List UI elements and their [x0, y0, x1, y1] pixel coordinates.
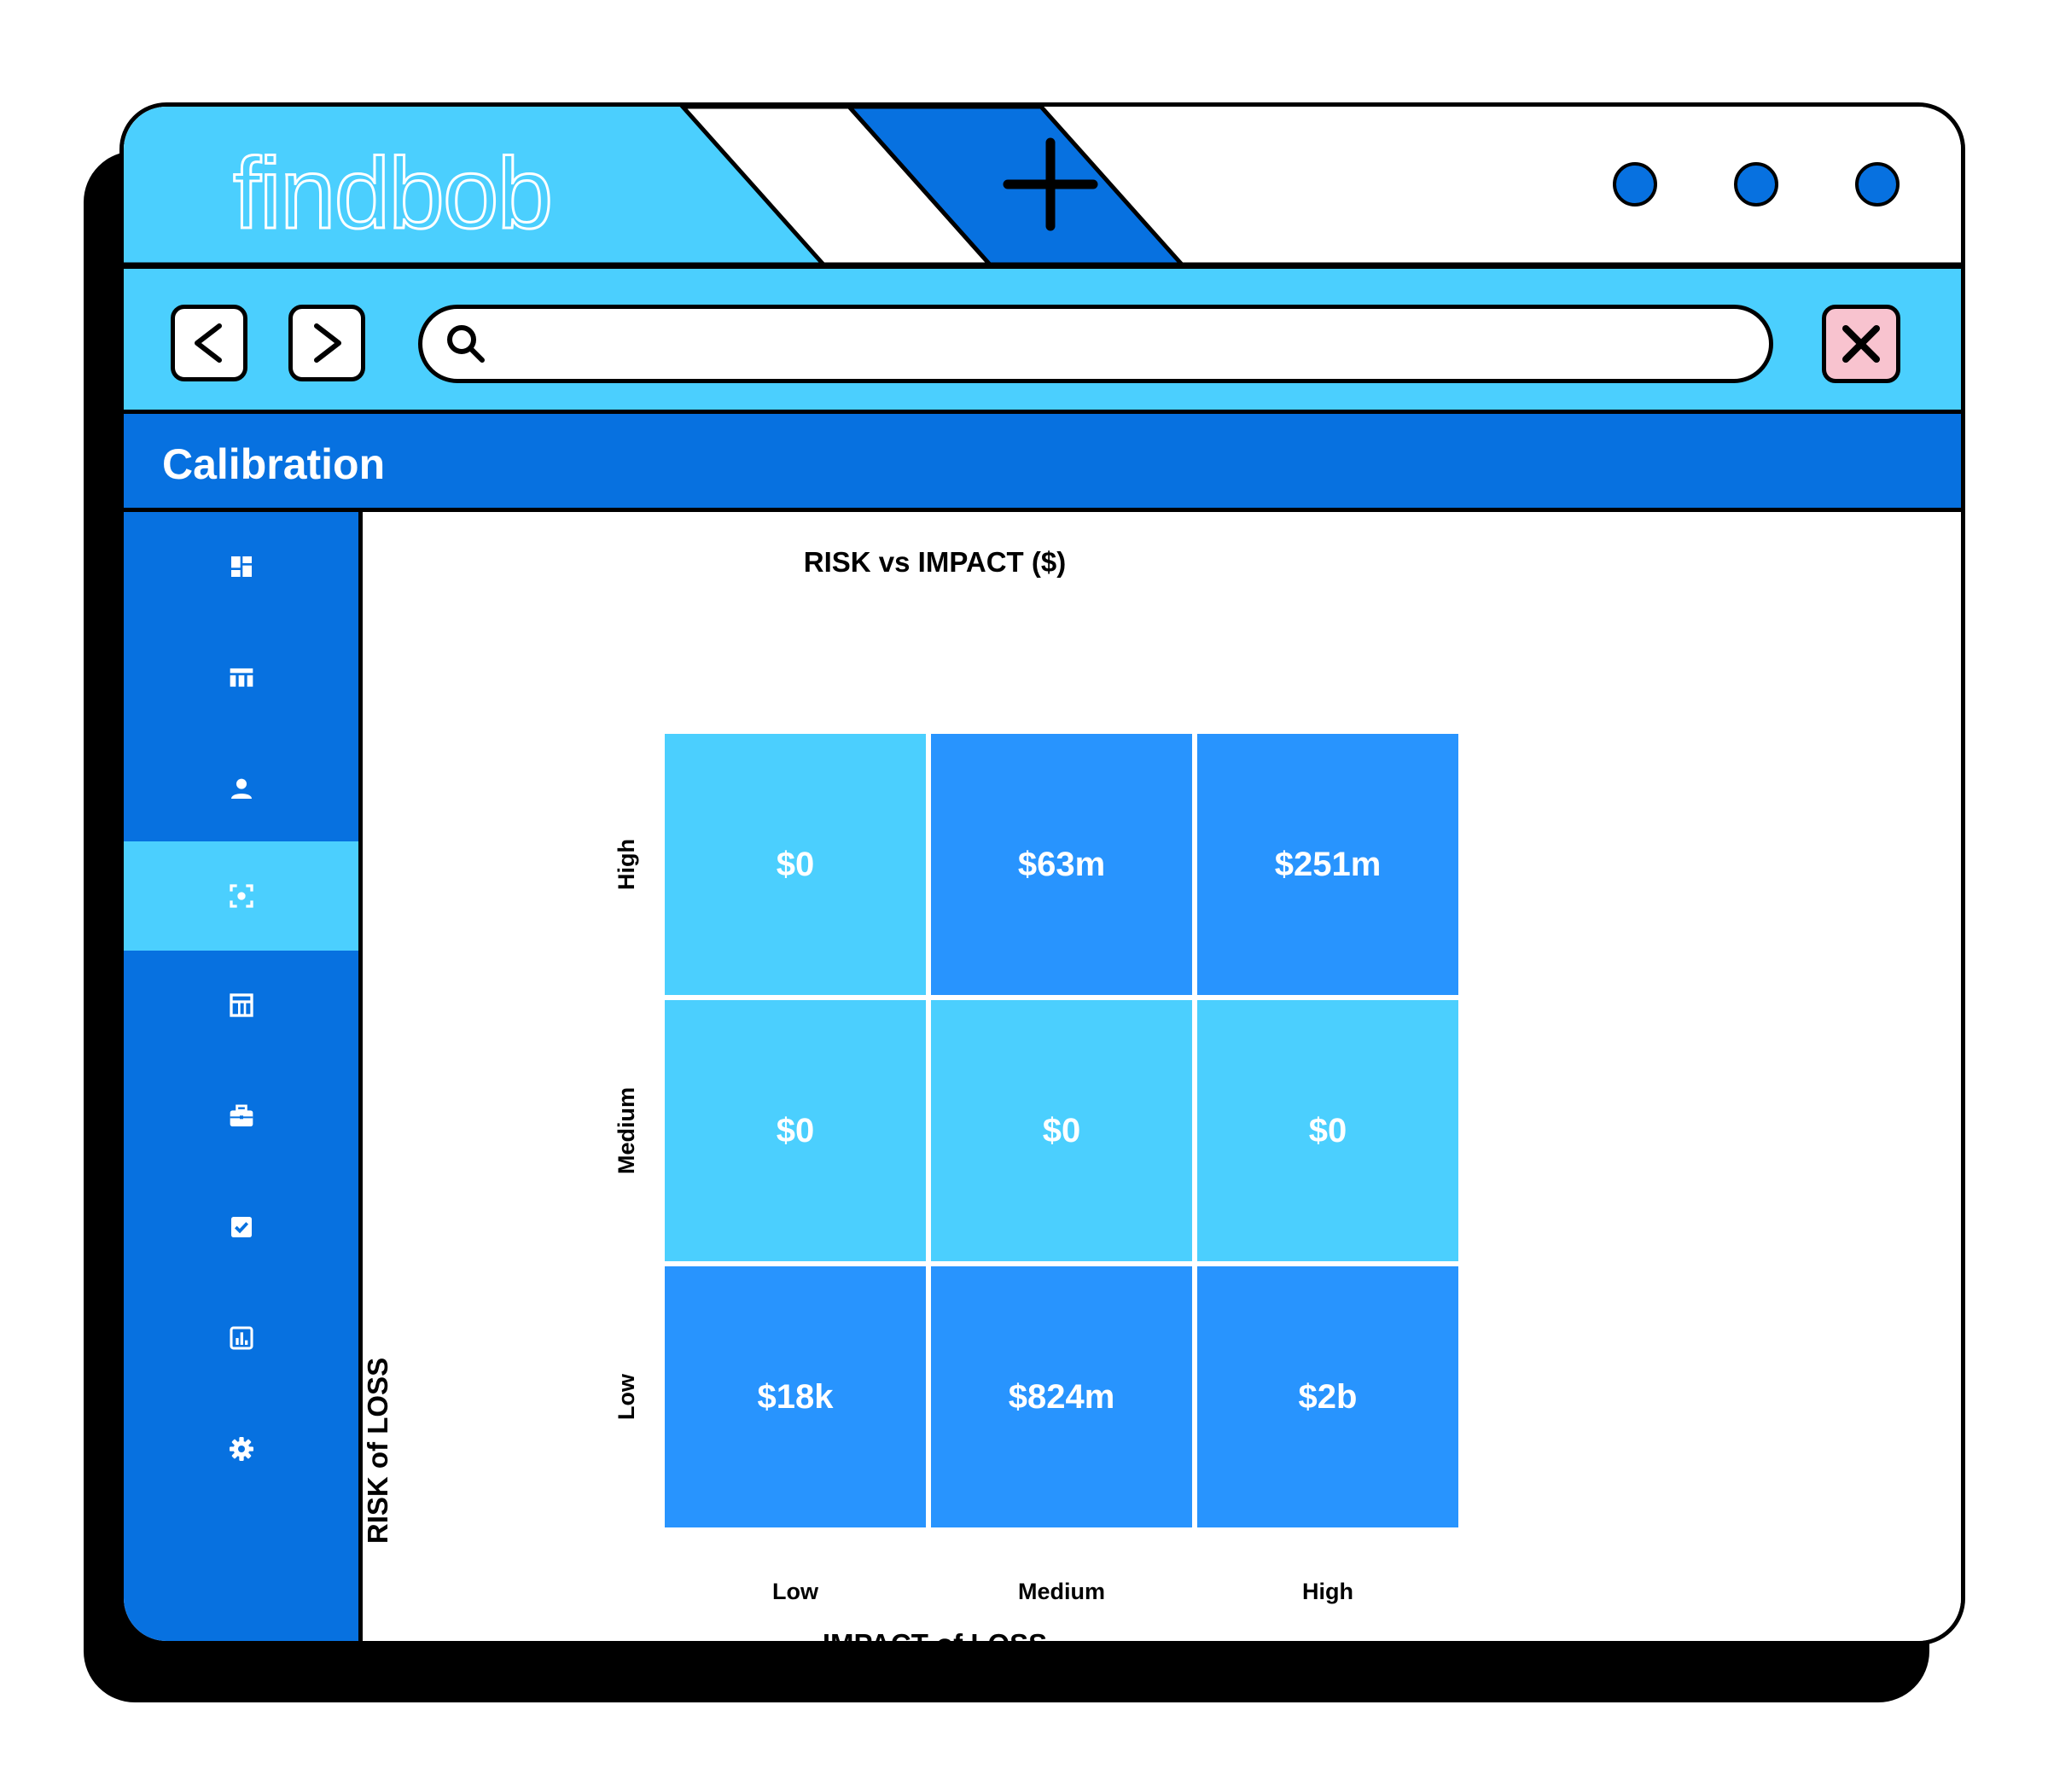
dashboard-icon	[230, 556, 252, 577]
page-title: Calibration	[162, 440, 386, 488]
gear-icon	[229, 1437, 253, 1461]
search-input[interactable]	[501, 317, 1735, 370]
sidebar-item-table[interactable]	[124, 623, 358, 732]
findbob-logo: findbob	[231, 137, 554, 250]
sidebar-item-user[interactable]	[124, 734, 358, 843]
window-control-dot[interactable]	[1734, 162, 1778, 207]
search-icon	[447, 325, 485, 363]
briefcase-icon	[230, 1104, 253, 1126]
y-tick-label: Low	[614, 1374, 639, 1420]
heatmap-cell: $0	[931, 1000, 1192, 1261]
search-bar	[418, 305, 1773, 383]
heatmap-cell: $0	[1197, 1000, 1458, 1261]
browser-window: findbob	[119, 102, 1965, 1645]
plus-icon	[1003, 137, 1098, 231]
heatmap-cell: $0	[665, 1000, 926, 1261]
sidebar-item-dashboard[interactable]	[124, 512, 358, 621]
heatmap-cell: $824m	[931, 1266, 1192, 1527]
x-tick-label: Medium	[1017, 1579, 1105, 1604]
heatmap-cell: $0	[665, 734, 926, 995]
y-tick-label: High	[614, 839, 639, 890]
y-axis-label: RISK of LOSS	[362, 1357, 393, 1545]
window-controls	[1613, 162, 1900, 207]
x-axis-label: IMPACT of LOSS	[822, 1628, 1048, 1645]
close-icon	[1842, 325, 1880, 363]
chevron-left-icon	[195, 323, 222, 363]
y-tick-label: Medium	[614, 1087, 639, 1175]
chevron-right-icon	[314, 323, 341, 363]
forward-button[interactable]	[288, 305, 365, 381]
calendar-grid-icon	[229, 993, 253, 1017]
page-header: Calibration	[124, 414, 1961, 512]
heatmap-cell: $63m	[931, 734, 1192, 995]
table-icon	[230, 668, 253, 687]
chart-title: RISK vs IMPACT ($)	[803, 546, 1067, 578]
x-tick-label: Low	[772, 1579, 818, 1604]
heatmap-cell: $251m	[1197, 734, 1458, 995]
heatmap-cell: $2b	[1197, 1266, 1458, 1527]
content-area: RISK vs IMPACT ($) IMPACT of LOSS RISK o…	[362, 512, 1961, 1641]
heatmap-cell: $18k	[665, 1266, 926, 1527]
sidebar-item-briefcase[interactable]	[124, 1062, 358, 1171]
sidebar	[124, 512, 363, 1641]
calibration-focus-icon	[229, 884, 253, 908]
window-control-dot[interactable]	[1613, 162, 1657, 207]
sidebar-item-settings[interactable]	[124, 1394, 358, 1504]
window-control-dot[interactable]	[1855, 162, 1900, 207]
close-button[interactable]	[1822, 305, 1900, 383]
sidebar-item-calendar[interactable]	[124, 951, 358, 1060]
address-toolbar	[124, 265, 1961, 414]
x-tick-label: High	[1302, 1579, 1353, 1604]
bar-chart-icon	[229, 1326, 253, 1350]
new-tab-button[interactable]	[967, 107, 1325, 265]
checkbox-icon	[230, 1217, 252, 1237]
sidebar-item-calibration[interactable]	[124, 841, 358, 951]
back-button[interactable]	[171, 305, 247, 381]
sidebar-item-reports[interactable]	[124, 1283, 358, 1393]
user-icon	[230, 778, 252, 799]
sidebar-item-tasks[interactable]	[124, 1172, 358, 1282]
